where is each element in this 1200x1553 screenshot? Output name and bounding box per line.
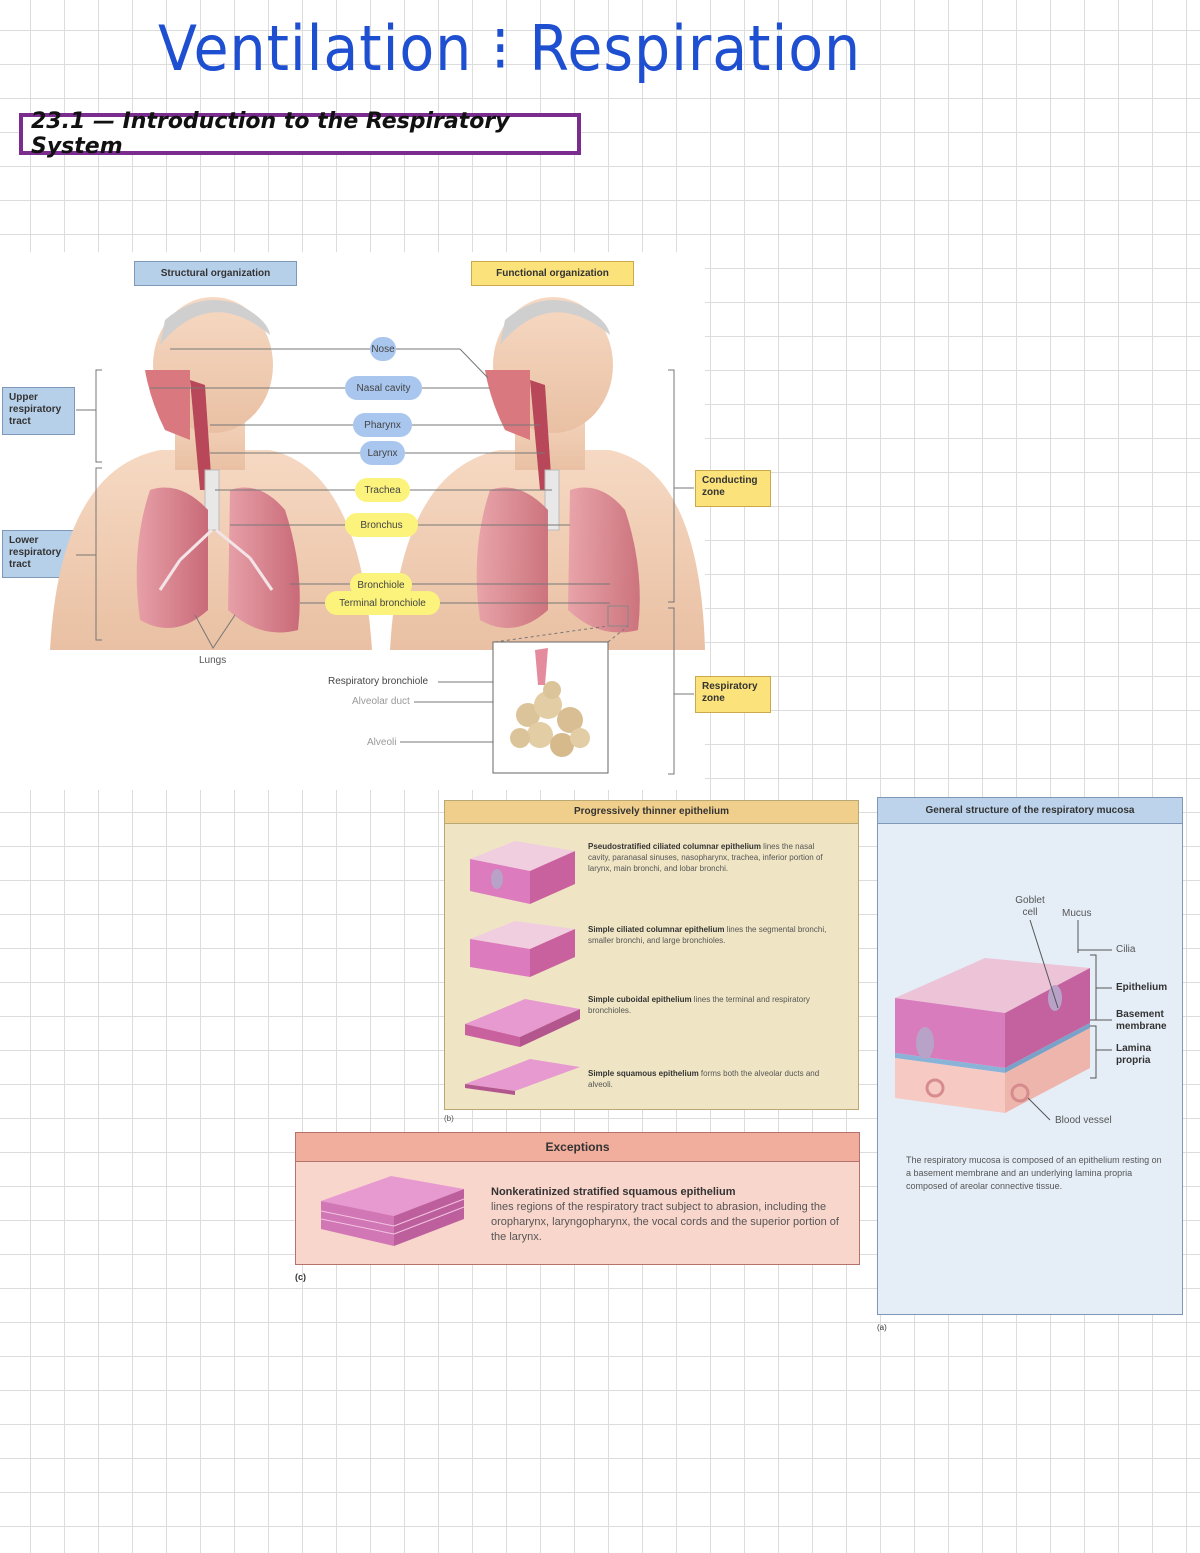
epithelium-illustrations (465, 841, 580, 1095)
panel-c-title: Exceptions (296, 1133, 859, 1162)
blood-vessel-label: Blood vessel (1055, 1115, 1112, 1126)
structural-header: Structural organization (134, 261, 297, 286)
page-title: Ventilation ⁝ Respiration (158, 12, 862, 85)
structure-pill-larynx: Larynx (360, 441, 405, 465)
epithelium-label: Epithelium (1116, 982, 1168, 993)
epithelium-item-1: Pseudostratified ciliated columnar epith… (588, 841, 838, 874)
cilia-label: Cilia (1116, 944, 1136, 955)
structure-pill-terminal-bronchiole: Terminal bronchiole (325, 591, 440, 615)
pseudostratified-block (470, 841, 575, 904)
structure-pill-bronchus: Bronchus (345, 513, 418, 537)
epithelium-item-4: Simple squamous epithelium forms both th… (588, 1068, 838, 1090)
structure-pill-pharynx: Pharynx (353, 413, 412, 437)
mucosa-description: The respiratory mucosa is composed of an… (906, 1155, 1162, 1191)
epithelium-item-4-desc: forms both the alveolar ducts and alveol… (588, 1069, 820, 1089)
panel-c: Exceptions Nonkeratinized stratified squ… (295, 1132, 860, 1265)
panel-c-caption: (c) (295, 1272, 306, 1282)
panel-a-caption: (a) (877, 1323, 887, 1332)
alveoli-cluster (510, 648, 590, 757)
section-label: 23.1 — Introduction to the Respiratory S… (31, 109, 510, 159)
basement-membrane-label: Basement membrane (1116, 1009, 1167, 1032)
simple-squamous-block (465, 1059, 580, 1095)
epithelium-item-2: Simple ciliated columnar epithelium line… (588, 924, 838, 946)
epithelium-item-4-name: Simple squamous epithelium (588, 1069, 699, 1078)
epithelium-item-2-desc: lines the segmental bronchi, smaller bro… (588, 925, 827, 945)
epithelium-item-3-name: Simple cuboidal epithelium (588, 995, 692, 1004)
structure-pill-nose: Nose (370, 337, 396, 361)
section-label-box: 23.1 — Introduction to the Respiratory S… (19, 109, 581, 159)
respiratory-zone-label: Respiratory zone (695, 676, 771, 713)
simple-columnar-block (470, 921, 575, 977)
alveolar-duct-label: Alveolar duct (352, 696, 410, 707)
mucus-label: Mucus (1062, 908, 1092, 919)
epithelium-item-3: Simple cuboidal epithelium lines the ter… (588, 994, 838, 1016)
panel-b-title: Progressively thinner epithelium (445, 801, 858, 824)
right-torso (390, 297, 705, 650)
panel-b: Progressively thinner epithelium Pseudos… (444, 800, 859, 1110)
conducting-zone-label: Conducting zone (695, 470, 771, 507)
left-torso (50, 297, 372, 650)
epithelium-item-1-name: Pseudostratified ciliated columnar epith… (588, 842, 761, 851)
mucosa-leader-lines (1027, 919, 1112, 1121)
structure-pill-trachea: Trachea (355, 478, 410, 502)
panel-c-text: Nonkeratinized stratified squamous epith… (491, 1185, 841, 1245)
alveoli-label: Alveoli (367, 737, 397, 748)
epithelium-item-2-name: Simple ciliated columnar epithelium (588, 925, 725, 934)
structure-pill-nasal-cavity: Nasal cavity (345, 376, 422, 400)
panel-b-caption: (b) (444, 1114, 454, 1123)
epithelium-item-1-desc: lines the nasal cavity, paranasal sinuse… (588, 842, 823, 873)
mucosa-illustration (895, 958, 1090, 1113)
stratified-squamous-illustration (320, 1176, 465, 1246)
upper-tract-label: Upper respiratory tract (2, 387, 75, 435)
functional-header: Functional organization (471, 261, 634, 286)
anatomy-illustration (50, 297, 705, 775)
goblet-cell-label: Goblet cell (1015, 895, 1045, 918)
lamina-propria-label: Lamina propria (1116, 1043, 1152, 1066)
lungs-label: Lungs (199, 655, 227, 666)
respiratory-bronchiole-label: Respiratory bronchiole (328, 676, 429, 687)
epithelium-item-3-desc: lines the terminal and respiratory bronc… (588, 995, 810, 1015)
panel-a-title: General structure of the respiratory muc… (878, 798, 1182, 824)
panel-c-desc: lines regions of the respiratory tract s… (491, 1201, 839, 1243)
panel-a: General structure of the respiratory muc… (877, 797, 1183, 1315)
simple-cuboidal-block (465, 999, 580, 1047)
panel-c-name: Nonkeratinized stratified squamous epith… (491, 1186, 736, 1198)
